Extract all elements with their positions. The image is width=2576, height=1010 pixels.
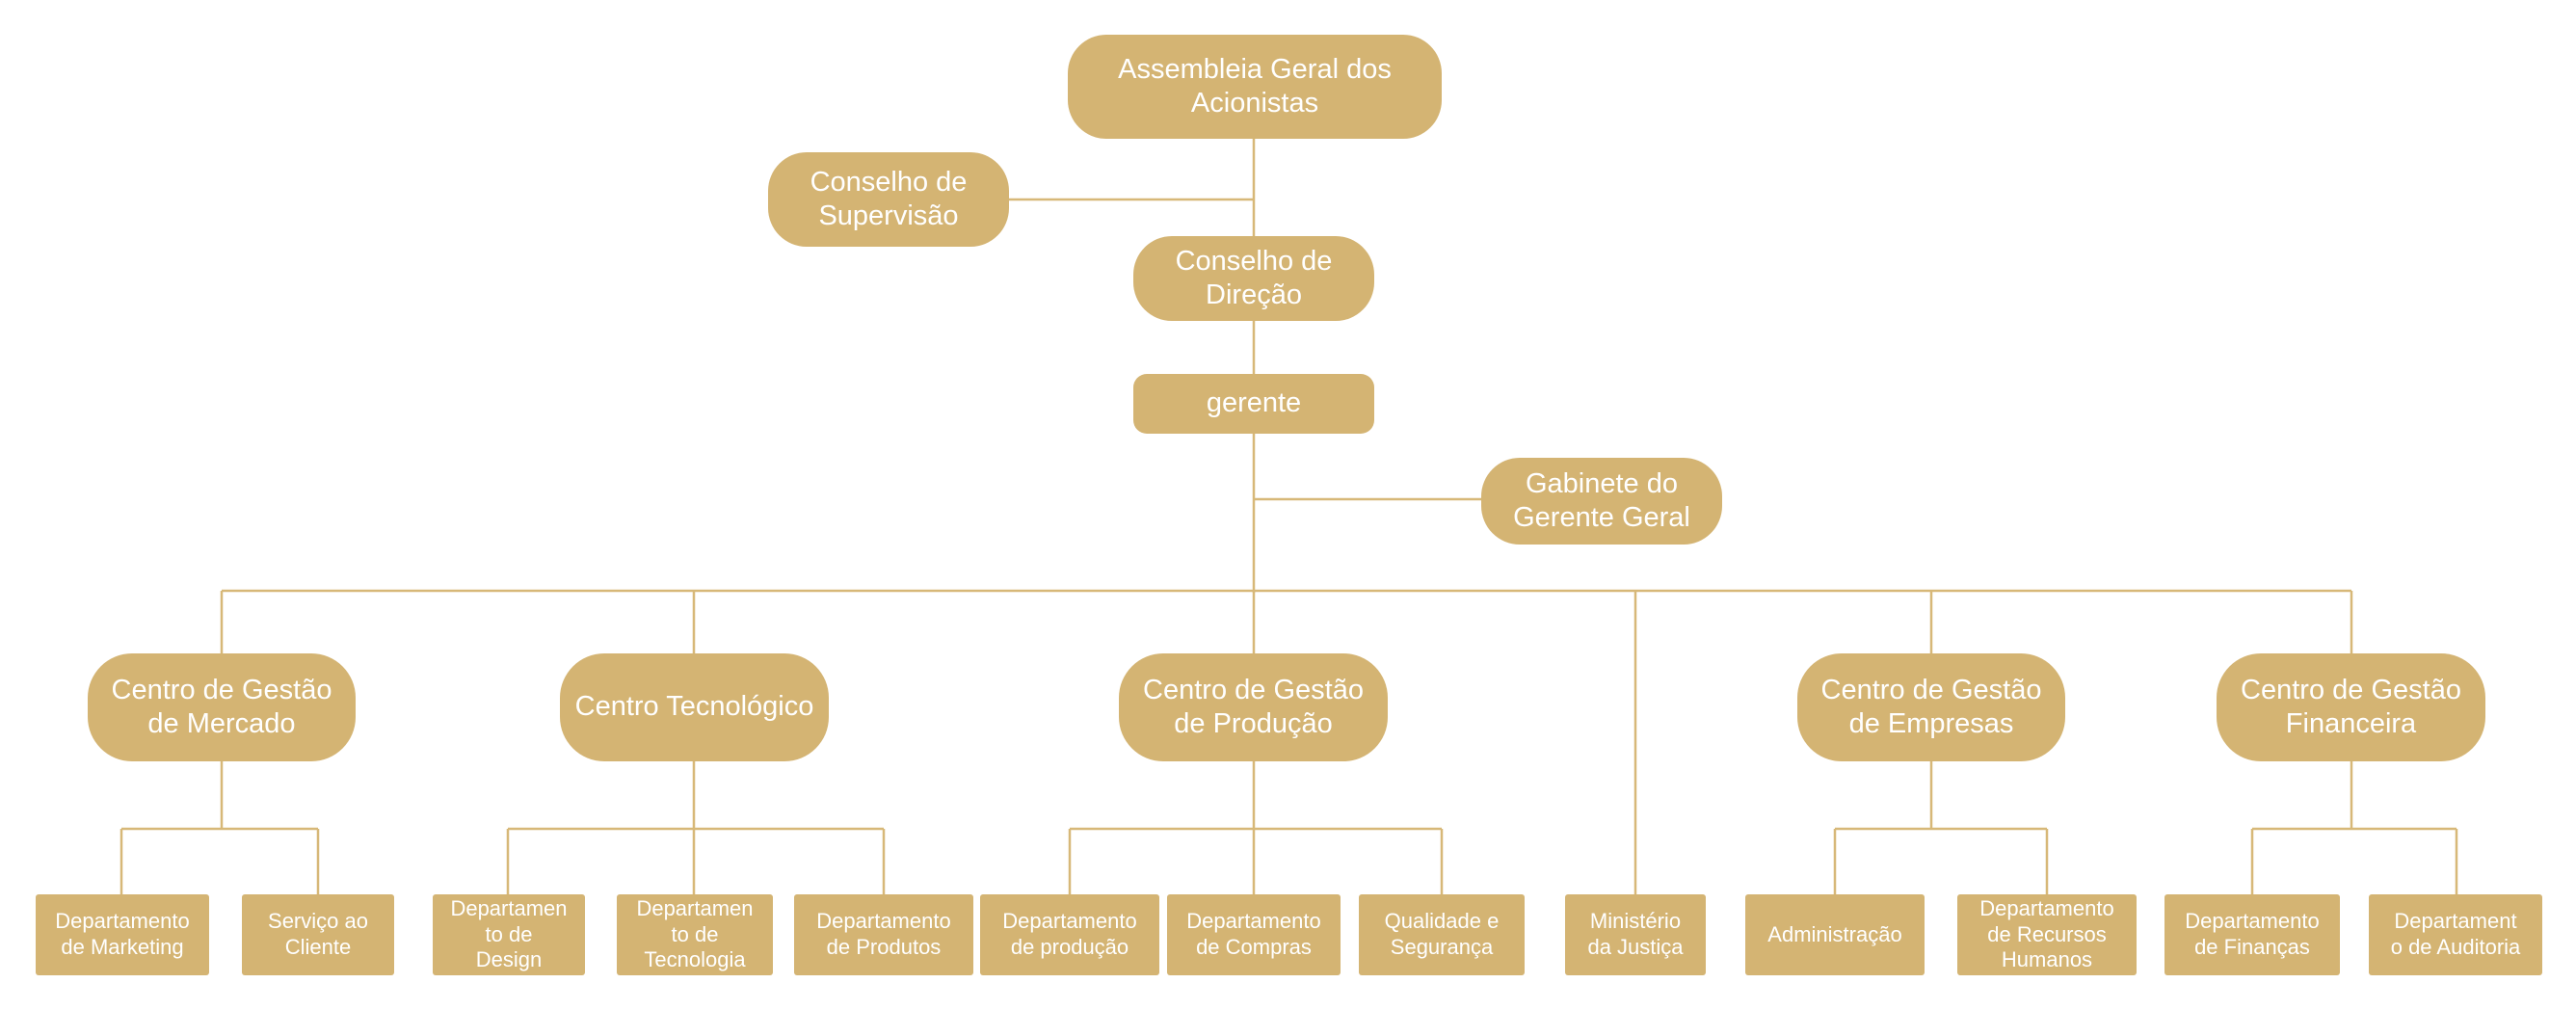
node-dep-recursos-humanos: Departamento de Recursos Humanos [1957,894,2137,975]
node-dep-design-label: Departamen to de Design [450,895,568,972]
node-centro-tecnologico-label: Centro Tecnológico [574,691,814,723]
node-centro-producao: Centro de Gestão de Produção [1119,653,1388,761]
node-dep-marketing-label: Departamento de Marketing [55,909,190,959]
node-dep-auditoria-label: Departament o de Auditoria [2390,909,2521,959]
node-dep-tecnologia: Departamen to de Tecnologia [617,894,773,975]
node-dep-auditoria: Departament o de Auditoria [2369,894,2542,975]
node-dep-financas-label: Departamento de Finanças [2185,909,2320,959]
node-dep-producao: Departamento de produção [980,894,1159,975]
node-centro-mercado: Centro de Gestão de Mercado [88,653,356,761]
node-dep-produtos-label: Departamento de Produtos [816,909,951,959]
node-qualidade-seguranca-label: Qualidade e Segurança [1384,909,1500,959]
node-dep-financas: Departamento de Finanças [2164,894,2340,975]
node-administracao: Administração [1745,894,1925,975]
node-ministerio-justica: Ministério da Justiça [1565,894,1706,975]
node-centro-financeira-label: Centro de Gestão Financeira [2241,674,2461,739]
node-centro-tecnologico: Centro Tecnológico [560,653,829,761]
node-gabinete-gerente-geral: Gabinete do Gerente Geral [1481,458,1722,545]
node-gerente: gerente [1133,374,1374,434]
node-dep-design: Departamen to de Design [433,894,585,975]
node-centro-mercado-label: Centro de Gestão de Mercado [111,674,332,739]
node-dep-compras-label: Departamento de Compras [1186,909,1321,959]
node-conselho-supervisao-label: Conselho de Supervisão [810,166,968,231]
node-dep-produtos: Departamento de Produtos [794,894,973,975]
node-ministerio-justica-label: Ministério da Justiça [1587,909,1684,959]
node-servico-cliente-label: Serviço ao Cliente [268,909,368,959]
node-dep-recursos-humanos-label: Departamento de Recursos Humanos [1979,895,2114,972]
node-administracao-label: Administração [1767,921,1902,946]
node-servico-cliente: Serviço ao Cliente [242,894,394,975]
node-conselho-direcao-label: Conselho de Direção [1175,245,1333,310]
node-gabinete-gerente-geral-label: Gabinete do Gerente Geral [1513,467,1690,533]
node-centro-empresas-label: Centro de Gestão de Empresas [1820,674,2042,739]
node-assembleia-geral: Assembleia Geral dos Acionistas [1068,35,1442,139]
node-dep-tecnologia-label: Departamen to de Tecnologia [636,895,754,972]
node-conselho-supervisao: Conselho de Supervisão [768,152,1009,247]
node-qualidade-seguranca: Qualidade e Segurança [1359,894,1525,975]
node-dep-producao-label: Departamento de produção [1002,909,1137,959]
node-assembleia-geral-label: Assembleia Geral dos Acionistas [1118,53,1392,119]
node-dep-marketing: Departamento de Marketing [36,894,209,975]
node-dep-compras: Departamento de Compras [1167,894,1341,975]
node-centro-financeira: Centro de Gestão Financeira [2217,653,2485,761]
node-centro-producao-label: Centro de Gestão de Produção [1143,674,1364,739]
node-centro-empresas: Centro de Gestão de Empresas [1797,653,2065,761]
node-conselho-direcao: Conselho de Direção [1133,236,1374,321]
node-gerente-label: gerente [1206,387,1302,419]
